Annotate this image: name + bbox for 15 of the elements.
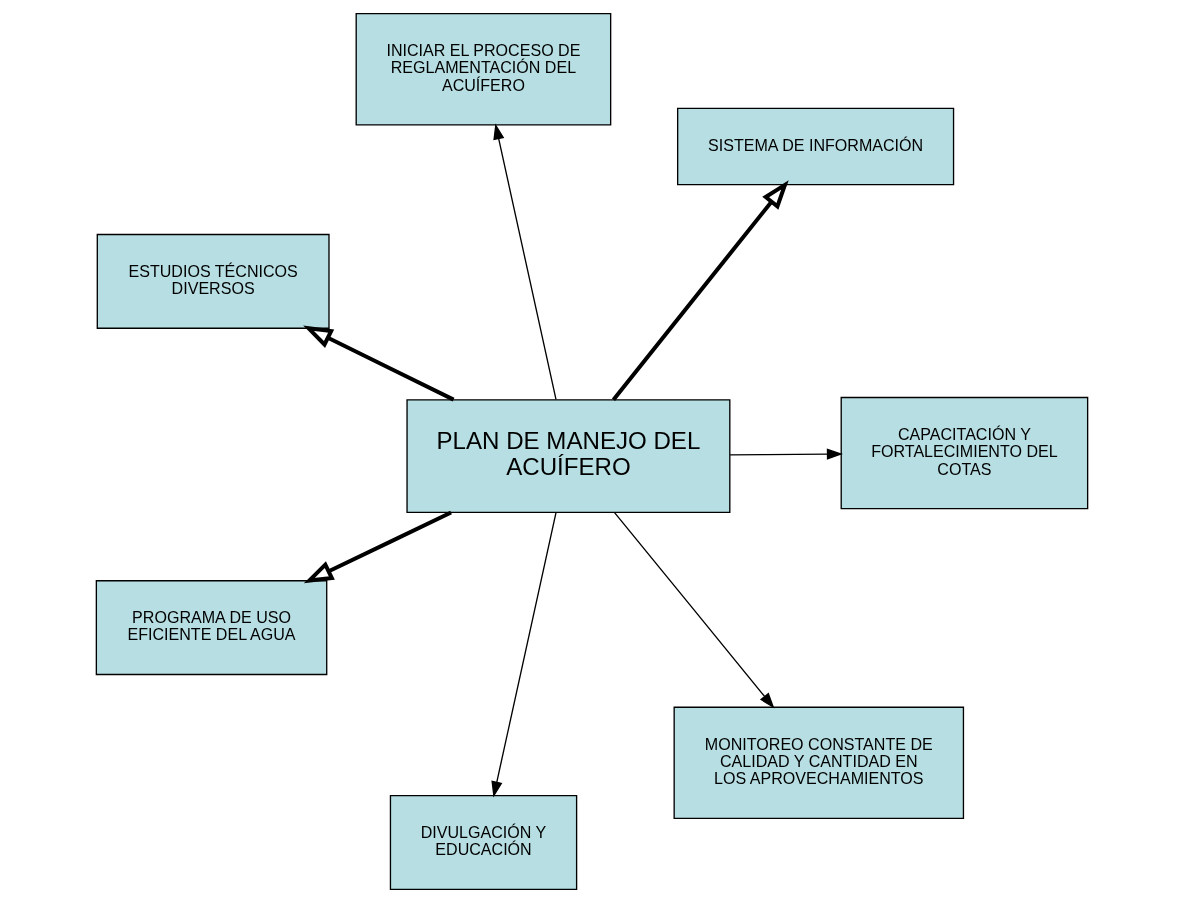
node-box: PLAN DE MANEJO DEL ACUÍFERO [405,399,730,513]
node-box: ESTUDIOS TÉCNICOS DIVERSOS [96,233,330,329]
arrow [303,510,452,584]
node-box: INICIAR EL PROCESO DE REGLAMENTACIÓN DEL ACUÍFERO [355,13,611,126]
node-box: DIVULGACIÓN Y EDUCACIÓN [389,794,577,890]
node-box: SISTEMA DE INFORMACIÓN [676,107,954,186]
arrow [613,511,774,709]
arrow [490,512,557,798]
node-box: MONITOREO CONSTANTE DE CALIDAD Y CANTIDAD EN LOS APROVECHAMIENTOS [673,706,964,820]
arrow [492,123,557,401]
arrow [611,180,789,401]
arrow [302,325,454,402]
arrow [728,448,843,460]
node-box: PROGRAMA DE USO EFICIENTE DEL AGUA [95,580,327,676]
node-box: CAPACITACIÓN Y FORTALECIMIENTO DEL COTAS [840,396,1088,510]
